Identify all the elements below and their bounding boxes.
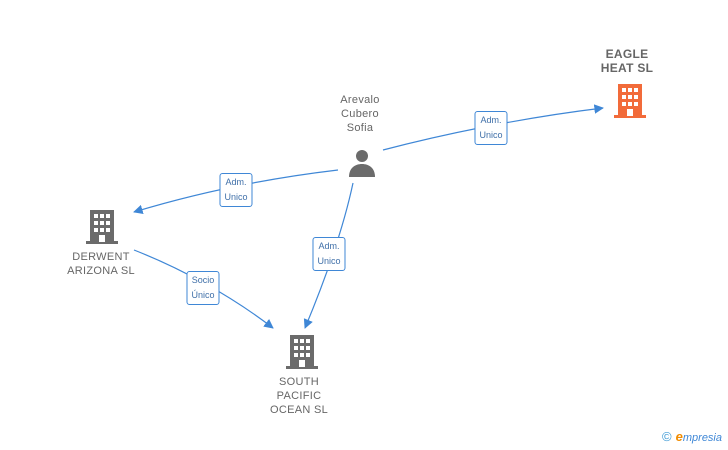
derwent-line-2: ARIZONA SL bbox=[67, 265, 135, 277]
edge-label-to-derwent: Adm. Unico bbox=[219, 173, 253, 207]
eagle-line-2: HEAT SL bbox=[600, 61, 654, 75]
edge-label-to-eagle-line-1: Adm. bbox=[480, 115, 502, 125]
building-icon-derwent[interactable] bbox=[86, 210, 118, 244]
brand-name: mpresia bbox=[682, 432, 722, 444]
derwent-company-label[interactable]: DERWENT ARIZONA SL bbox=[67, 250, 135, 278]
building-icon-eagle[interactable] bbox=[614, 84, 646, 118]
person-name-line-3: Sofia bbox=[346, 122, 374, 134]
person-name-line-1: Arevalo bbox=[340, 94, 380, 106]
edge-label-to-eagle: Adm. Unico bbox=[474, 111, 508, 145]
edge-label-to-south: Adm. Unico bbox=[312, 237, 346, 271]
edge-label-to-derwent-line-1: Adm. bbox=[225, 177, 247, 187]
empresia-brand[interactable]: ©empresia bbox=[662, 429, 722, 444]
south-line-1: SOUTH bbox=[279, 376, 319, 388]
south-line-2: PACIFIC bbox=[276, 390, 322, 402]
edge-label-to-south-line-2: Unico bbox=[317, 256, 341, 266]
person-name-line-2: Cubero bbox=[341, 108, 379, 120]
copyright-symbol: © bbox=[662, 429, 672, 444]
edge-label-derwent-to-south: Socio Único bbox=[186, 271, 220, 305]
building-icon-south[interactable] bbox=[286, 335, 318, 369]
edge-label-to-eagle-line-2: Unico bbox=[479, 130, 503, 140]
edge-label-derwent-to-south-line-1: Socio bbox=[191, 275, 215, 285]
person-name-label[interactable]: Arevalo Cubero Sofia bbox=[340, 93, 379, 135]
edge-label-to-south-line-1: Adm. bbox=[318, 241, 340, 251]
eagle-line-1: EAGLE bbox=[605, 47, 649, 61]
eagle-company-label[interactable]: EAGLE HEAT SL bbox=[601, 47, 654, 75]
south-company-label[interactable]: SOUTH PACIFIC OCEAN SL bbox=[270, 375, 328, 417]
brand-logo-initial: e bbox=[675, 429, 683, 444]
south-line-3: OCEAN SL bbox=[269, 404, 329, 416]
edge-label-to-derwent-line-2: Unico bbox=[224, 192, 248, 202]
edge-label-derwent-to-south-line-2: Único bbox=[191, 290, 215, 300]
derwent-line-1: DERWENT bbox=[72, 251, 130, 263]
person-icon[interactable] bbox=[347, 148, 377, 178]
